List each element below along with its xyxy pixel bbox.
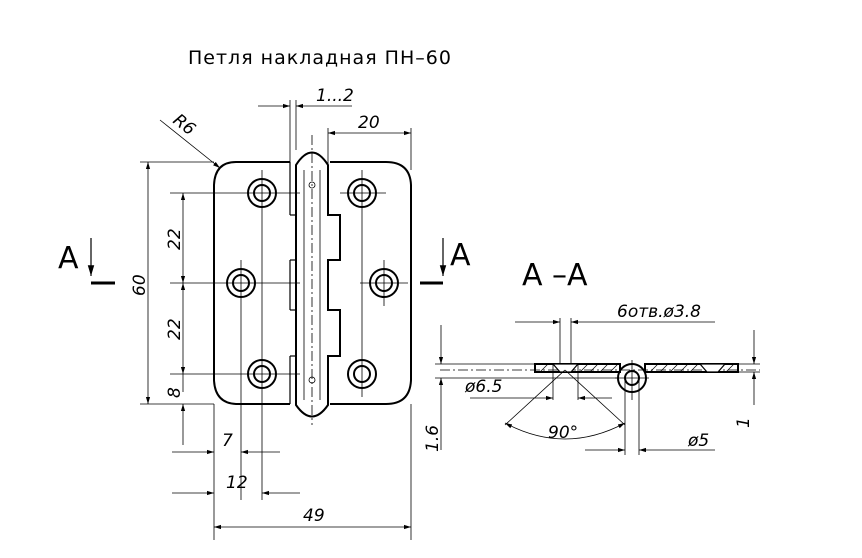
dim-height: 60 [130, 274, 150, 296]
cut-label-left: А [58, 241, 79, 276]
dim-holes: 6отв.ø3.8 [617, 302, 701, 322]
dim-radius: R6 [169, 110, 199, 140]
left-leaf-outline [213, 161, 290, 405]
dim-plate: 1 [734, 417, 754, 428]
dim-leaf-width: 20 [358, 113, 380, 133]
dim-pitch-bottom: 22 [165, 318, 185, 340]
dim-total-width: 49 [303, 506, 325, 526]
dim-thickness: 1.6 [423, 425, 443, 452]
cut-label-right: А [450, 238, 471, 273]
dim-edge-offset: 8 [165, 387, 185, 398]
front-dimensions: 1...2 20 R6 60 22 22 8 7 12 49 [130, 86, 412, 540]
right-leaf-outline [330, 161, 412, 405]
drawing-title: Петля накладная ПН–60 [188, 47, 452, 69]
dim-pitch-top: 22 [165, 228, 185, 250]
dim-countersink: ø6.5 [464, 377, 502, 397]
dim-hole-x2: 12 [226, 473, 248, 493]
knuckle-outline [295, 151, 341, 418]
cut-mark-right: А [420, 238, 471, 285]
cut-mark-left: А [58, 238, 115, 285]
dim-hole-x1: 7 [222, 431, 233, 451]
dim-pin: ø5 [687, 431, 709, 451]
dim-gap: 1...2 [316, 86, 354, 106]
section-dimensions: 6отв.ø3.8 ø6.5 90° ø5 1.6 1 [423, 302, 760, 455]
front-view [170, 135, 412, 500]
dim-angle: 90° [548, 423, 578, 443]
section-label: А –А [522, 258, 588, 293]
